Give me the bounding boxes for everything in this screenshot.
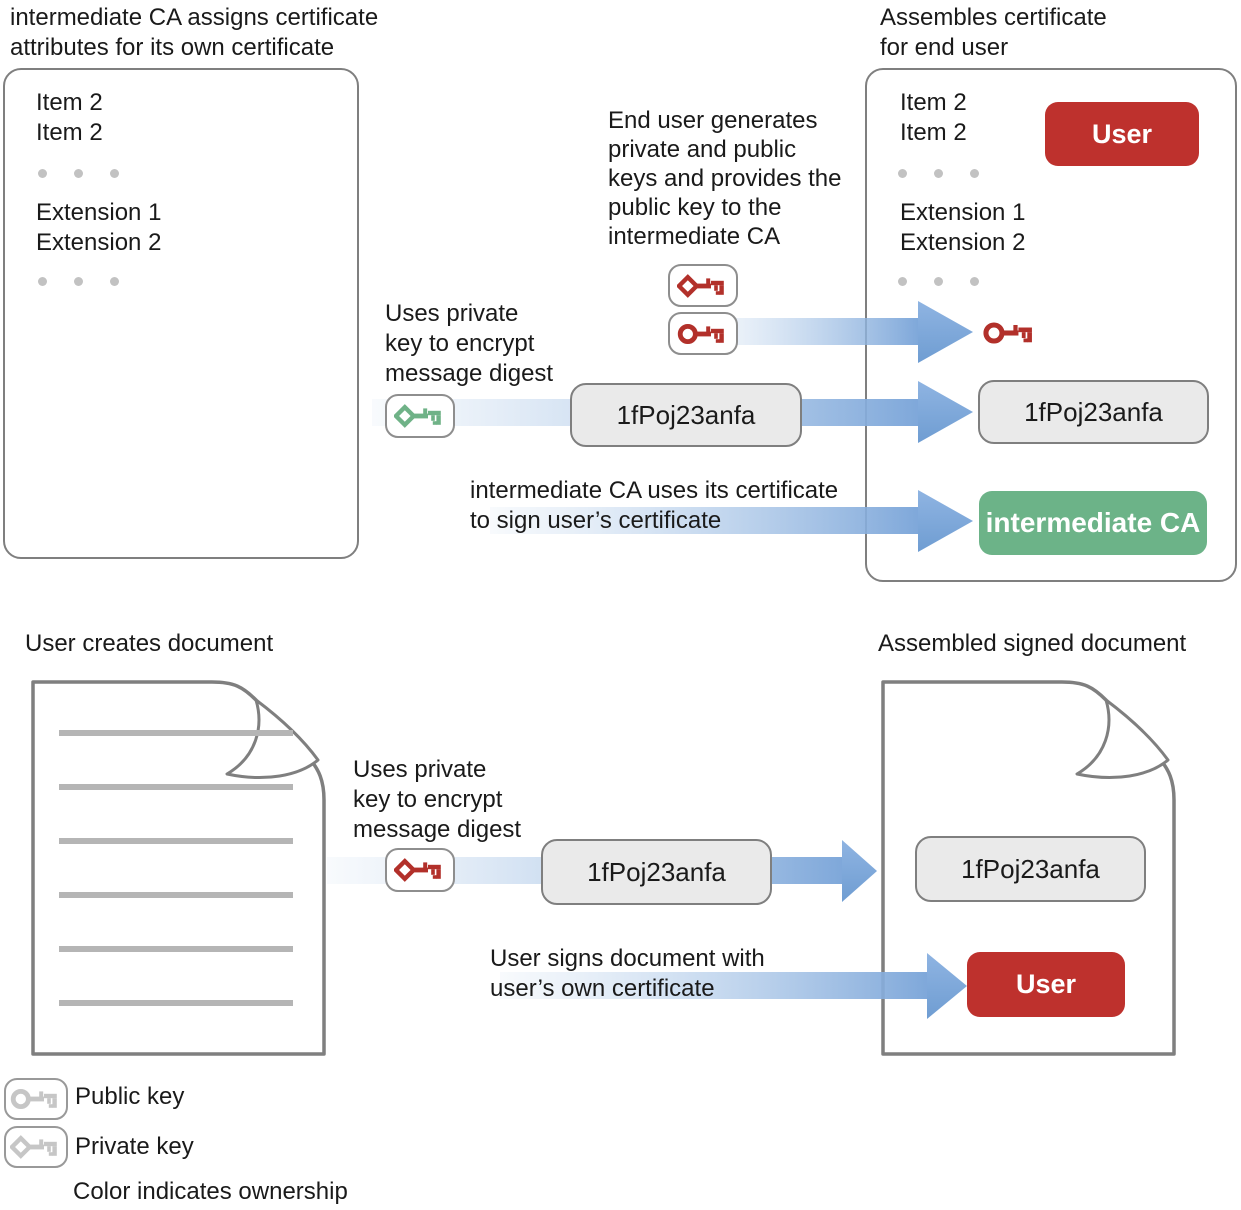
cert-extension: Extension 1: [900, 199, 1026, 226]
legend-ownership-note: Color indicates ownership: [73, 1178, 348, 1205]
annotation-sign-certificate: intermediate CA uses its certificate to …: [470, 477, 839, 534]
private-key-icon: [668, 264, 738, 307]
private-key-icon: [385, 848, 455, 892]
cert-extension: Extension 2: [900, 229, 1026, 256]
cert-item: Item 2: [900, 119, 967, 146]
folded-corner: [1075, 698, 1170, 780]
intermediate-ca-badge: intermediate CA: [979, 491, 1207, 555]
arrow-sign-certificate: [490, 490, 973, 552]
annotation-uses-private-key-bottom: Uses private key to encrypt message dige…: [353, 756, 522, 843]
caption-assembles-certificate: Assembles certificate for end user: [880, 4, 1107, 61]
cert-extensions: Extension 1 Extension 2: [900, 198, 1025, 258]
document-text-lines: [59, 730, 293, 1006]
user-document: [31, 680, 326, 1056]
ellipsis-dots-icon: [898, 169, 979, 178]
ellipsis-dots-icon: [898, 277, 979, 286]
user-badge: User: [1045, 102, 1199, 166]
intermediate-ca-certificate-box: [3, 68, 359, 559]
cert-extensions: Extension 1 Extension 2: [36, 198, 161, 258]
message-digest-box: 1fPoj23anfa: [541, 839, 772, 905]
annotation-sign-document: User signs document with user’s own cert…: [490, 945, 765, 1002]
folded-corner: [225, 698, 320, 780]
public-key-icon: [4, 1078, 68, 1120]
user-badge: User: [967, 952, 1125, 1017]
annotation-uses-private-key-top: Uses private key to encrypt message dige…: [385, 300, 554, 387]
arrow-public-key-to-certificate: [700, 301, 973, 363]
caption-intermediate-ca-certificate: intermediate CA assigns certificate attr…: [10, 4, 379, 61]
cert-item: Item 2: [900, 89, 967, 116]
message-digest-box: 1fPoj23anfa: [915, 836, 1146, 902]
message-digest-box: 1fPoj23anfa: [570, 383, 802, 447]
caption-assembled-signed-document: Assembled signed document: [878, 630, 1187, 657]
legend-private-key-label: Private key: [75, 1133, 194, 1160]
legend-public-key-label: Public key: [75, 1083, 185, 1110]
cert-extension: Extension 1: [36, 199, 162, 226]
cert-extension: Extension 2: [36, 229, 162, 256]
arrow-sign-document: [500, 953, 967, 1019]
public-key-icon: [668, 312, 738, 355]
private-key-icon-green: [385, 394, 455, 438]
private-key-icon: [4, 1126, 68, 1168]
annotation-end-user-keys: End user generates private and public ke…: [608, 107, 842, 250]
ellipsis-dots-icon: [38, 169, 119, 178]
cert-items: Item 2 Item 2: [36, 88, 103, 148]
message-digest-box: 1fPoj23anfa: [978, 380, 1209, 444]
caption-user-creates-document: User creates document: [25, 630, 274, 657]
public-key-icon: [983, 316, 1037, 355]
cert-item: Item 2: [36, 89, 103, 116]
ellipsis-dots-icon: [38, 277, 119, 286]
cert-items: Item 2 Item 2: [900, 88, 967, 148]
cert-item: Item 2: [36, 119, 103, 146]
